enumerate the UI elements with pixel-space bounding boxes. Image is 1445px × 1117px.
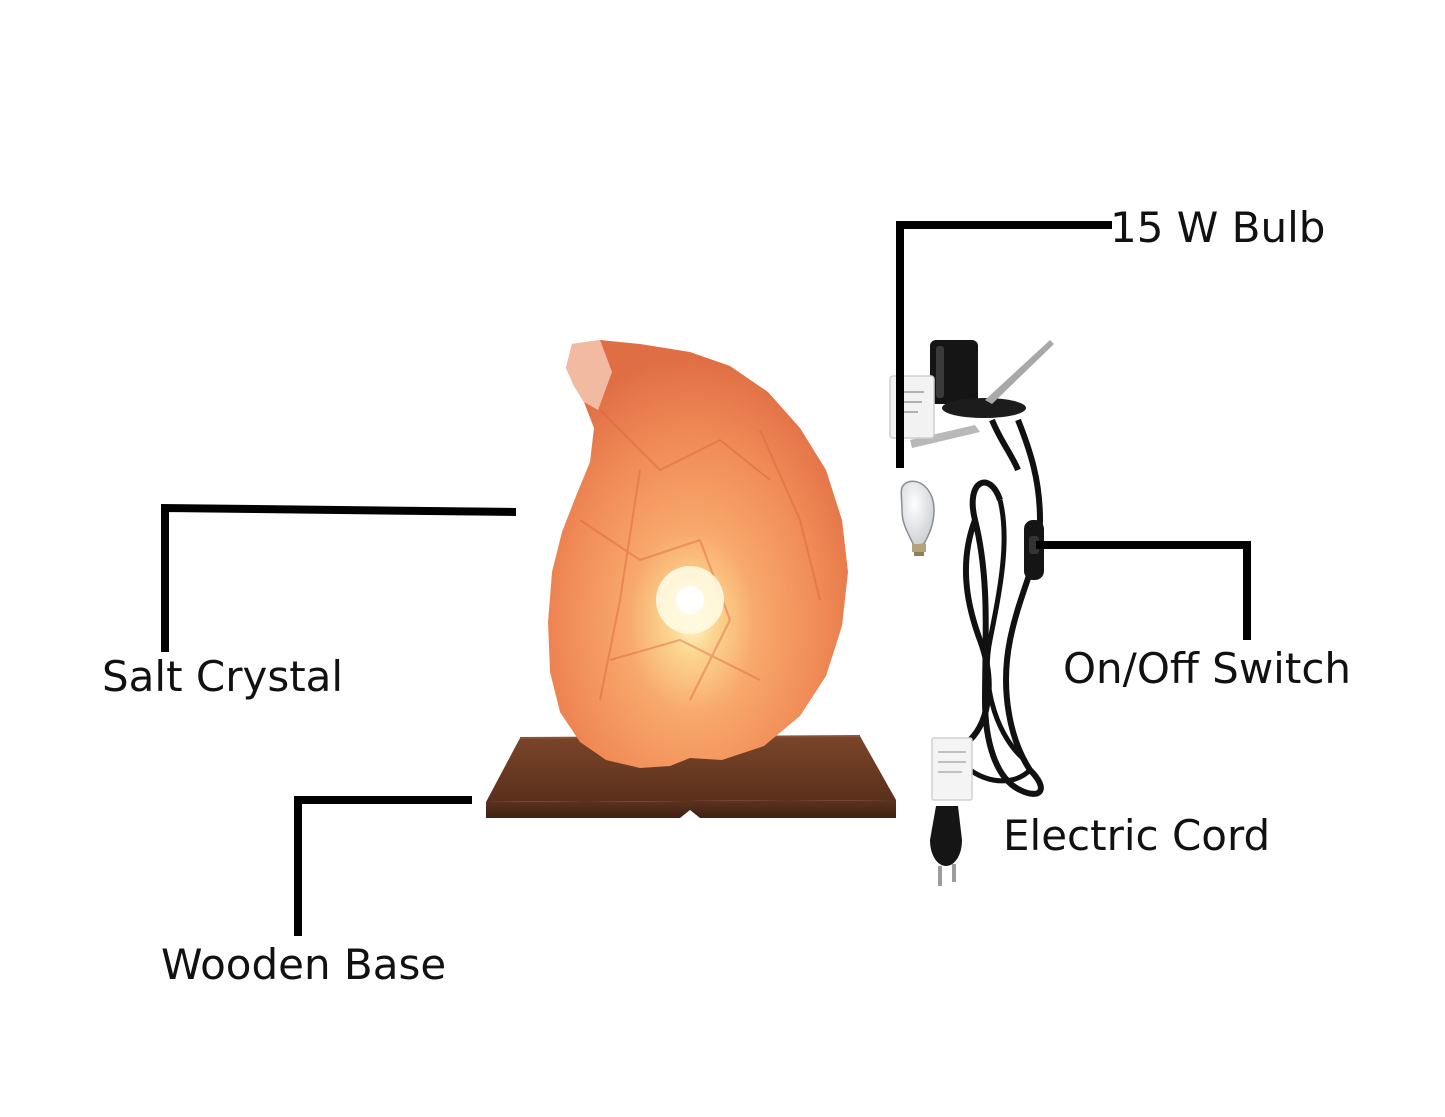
leader-switch xyxy=(1036,541,1251,640)
leader-lines xyxy=(161,221,1251,936)
light-bulb-icon xyxy=(900,480,935,556)
wooden-base-illustration xyxy=(486,735,896,818)
power-plug-icon xyxy=(930,806,962,886)
salt-crystal-illustration xyxy=(548,340,848,768)
label-salt-crystal: Salt Crystal xyxy=(102,652,344,701)
cord-tag-icon xyxy=(931,737,973,801)
label-switch: On/Off Switch xyxy=(1063,644,1352,693)
leader-bulb xyxy=(896,221,1112,468)
leader-wooden-base xyxy=(294,796,472,936)
label-electric-cord: Electric Cord xyxy=(1003,811,1271,860)
leader-salt-crystal xyxy=(161,503,517,652)
inline-switch-icon xyxy=(1024,520,1044,580)
lamp-socket-icon xyxy=(910,340,1054,472)
label-wooden-base: Wooden Base xyxy=(161,940,447,989)
label-bulb: 15 W Bulb xyxy=(1110,203,1326,252)
